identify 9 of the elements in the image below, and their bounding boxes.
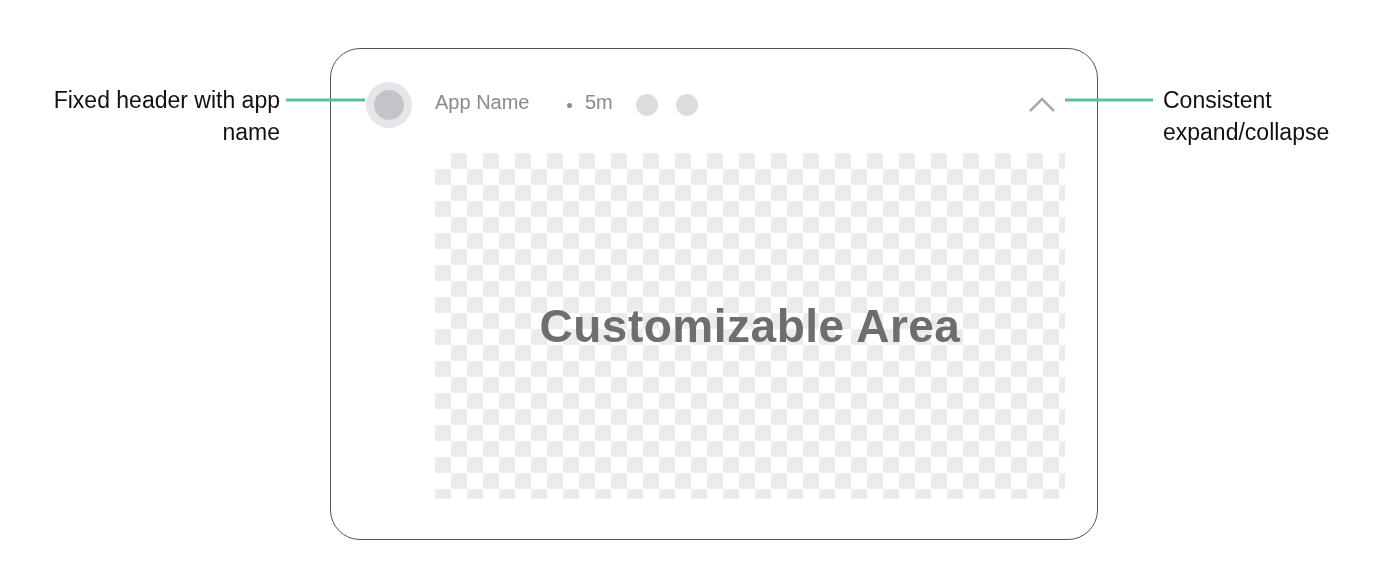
leader-line [286, 98, 365, 102]
notification-card [330, 48, 1098, 540]
avatar-icon [365, 81, 413, 129]
app-name: App Name [435, 91, 530, 114]
timestamp: 5m [585, 91, 613, 114]
callout-text: Fixed header with app name [40, 84, 280, 148]
leader-line [1065, 98, 1153, 102]
area-title: Customizable Area [539, 299, 961, 353]
callout-text: Consistent expand/collapse [1163, 84, 1383, 148]
